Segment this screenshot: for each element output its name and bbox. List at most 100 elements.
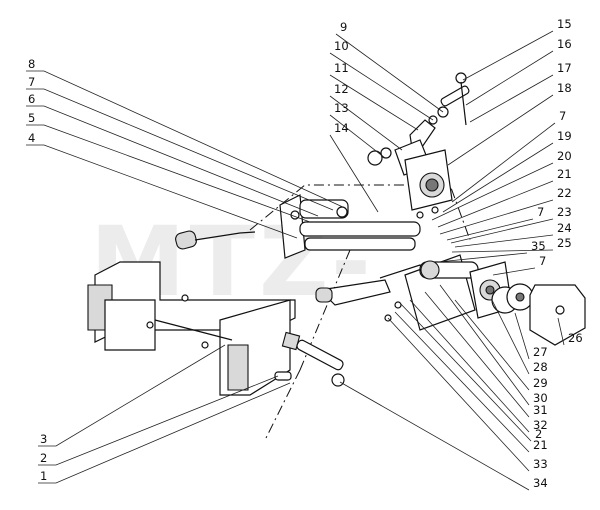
callout-19: 19 — [442, 129, 572, 213]
leader-line — [439, 199, 554, 235]
upper-lever-assembly — [367, 72, 470, 176]
leader-line — [439, 284, 530, 406]
hand-lever — [175, 230, 256, 250]
callout-18: 18 — [447, 81, 572, 166]
callout-number: 7 — [28, 75, 35, 89]
callout-number: 12 — [334, 82, 349, 96]
callout-15: 15 — [462, 17, 572, 81]
callout-number: 17 — [557, 61, 572, 75]
leader-line — [26, 70, 346, 209]
support-plate — [279, 194, 421, 259]
callout-30: 30 — [439, 284, 548, 406]
callout-3: 3 — [38, 344, 226, 447]
callout-7d: 7 — [492, 254, 546, 276]
callout-number: 8 — [28, 57, 35, 71]
leader-line — [462, 30, 554, 81]
callout-number: 13 — [334, 101, 349, 115]
callout-number: 7 — [537, 205, 544, 219]
callout-number: 31 — [533, 403, 548, 417]
leader-line — [437, 252, 528, 263]
callout-21a: 21 — [437, 167, 572, 228]
callout-number: 21 — [557, 167, 572, 181]
callout-6: 6 — [26, 92, 319, 217]
callout-number: 25 — [557, 236, 572, 250]
callout-7a: 7 — [26, 75, 334, 211]
leader-line — [329, 114, 386, 159]
callout-13: 13 — [329, 101, 386, 159]
leader-line — [387, 317, 530, 472]
assembly-axis-line — [249, 184, 471, 241]
leader-line — [451, 122, 556, 203]
callout-number: 34 — [533, 476, 548, 490]
leader-line — [454, 299, 530, 391]
leader-line — [557, 317, 565, 346]
leader-line — [339, 381, 530, 491]
callout-5: 5 — [26, 111, 311, 223]
callout-number: 21 — [533, 438, 548, 452]
leader-line — [38, 375, 279, 466]
leader-line — [454, 234, 554, 248]
callout-number: 2 — [535, 427, 542, 441]
callout-number: 3 — [40, 432, 47, 446]
callout-number: 7 — [539, 254, 546, 268]
leader-line — [38, 382, 291, 484]
callout-4: 4 — [26, 131, 298, 239]
end-housing — [529, 284, 586, 346]
leader-line — [491, 299, 530, 375]
leader-line — [424, 291, 530, 418]
leader-line — [26, 105, 319, 217]
callout-20: 20 — [431, 149, 572, 221]
callout-number: 22 — [557, 186, 572, 200]
callout-number: 27 — [533, 345, 548, 359]
callout-26: 26 — [557, 317, 583, 346]
callout-29: 29 — [454, 299, 548, 391]
leader-line — [492, 267, 536, 276]
leader-line — [329, 134, 379, 213]
leader-line — [26, 124, 311, 223]
leader-line — [450, 218, 554, 244]
callout-33: 33 — [387, 317, 548, 472]
leader-line — [26, 144, 298, 239]
callout-14: 14 — [329, 121, 379, 213]
callout-25: 25 — [451, 236, 572, 253]
leader-line — [329, 74, 419, 131]
callout-number: 35 — [531, 239, 546, 253]
callout-2b: 2 — [399, 302, 542, 442]
callout-number: 5 — [28, 111, 35, 125]
callout-21b: 21 — [394, 311, 548, 453]
leader-line — [409, 299, 530, 433]
leader-line — [469, 74, 554, 123]
callout-11: 11 — [329, 61, 419, 131]
callout-35: 35 — [437, 239, 546, 263]
callout-number: 18 — [557, 81, 572, 95]
callout-32: 32 — [409, 299, 548, 433]
callout-28: 28 — [491, 299, 548, 375]
callout-number: 28 — [533, 360, 548, 374]
callout-2: 2 — [38, 375, 279, 466]
callout-number: 20 — [557, 149, 572, 163]
leader-line — [451, 249, 554, 253]
leader-line — [26, 88, 334, 211]
callout-10: 10 — [329, 39, 434, 121]
leader-line — [335, 33, 444, 113]
leader-line — [442, 142, 554, 213]
callout-number: 23 — [557, 205, 572, 219]
callout-number: 24 — [557, 221, 572, 235]
callout-number: 29 — [533, 376, 548, 390]
callout-number: 2 — [40, 451, 47, 465]
callout-number: 19 — [557, 129, 572, 143]
callout-17: 17 — [469, 61, 572, 123]
callout-number: 14 — [334, 121, 349, 135]
callout-number: 10 — [334, 39, 349, 53]
callout-number: 33 — [533, 457, 548, 471]
callout-27: 27 — [514, 312, 548, 360]
leader-line — [399, 302, 532, 442]
callout-9: 9 — [335, 20, 444, 113]
leader-line — [394, 311, 530, 453]
callout-22: 22 — [439, 186, 572, 235]
callout-number: 6 — [28, 92, 35, 106]
callout-number: 26 — [568, 331, 583, 345]
callout-7c: 7 — [446, 205, 544, 241]
